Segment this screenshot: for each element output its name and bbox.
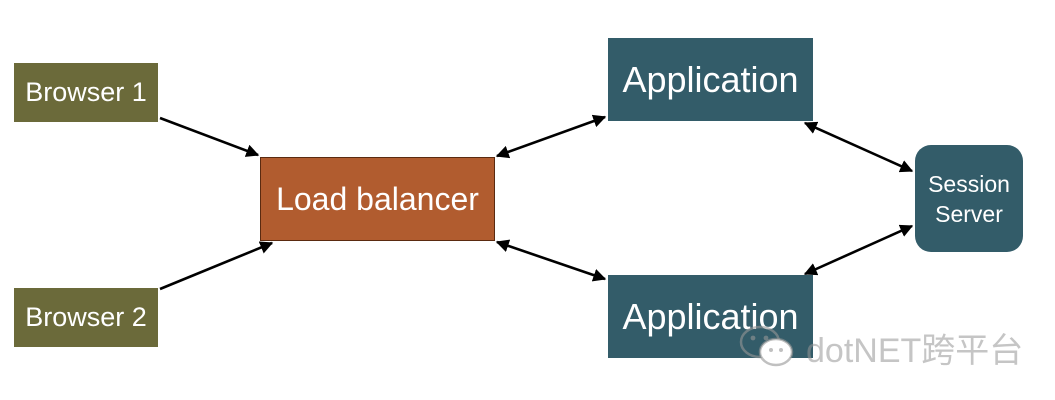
arrow-app2-session bbox=[803, 224, 914, 276]
browser-1-box: Browser 1 bbox=[14, 63, 158, 122]
browser-2-label: Browser 2 bbox=[25, 302, 147, 332]
arrow-browser1-to-lb bbox=[159, 116, 260, 157]
arrow-browser2-to-lb bbox=[159, 241, 274, 291]
session-server-label-line1: Session bbox=[928, 170, 1010, 197]
arrow-lb-app1 bbox=[495, 114, 607, 159]
arrow-app1-session bbox=[803, 121, 914, 173]
load-balancer-label: Load balancer bbox=[276, 180, 479, 217]
application-1-label: Application bbox=[622, 58, 799, 100]
browser-1-label: Browser 1 bbox=[25, 77, 147, 107]
load-balancer-box: Load balancer bbox=[260, 157, 495, 241]
browser-2-box: Browser 2 bbox=[14, 288, 158, 347]
arrow-lb-app2 bbox=[495, 239, 607, 282]
watermark-text: dotNET跨平台 bbox=[806, 331, 1024, 370]
application-1-box: Application bbox=[608, 38, 813, 121]
session-server-label-line2: Server bbox=[935, 200, 1003, 227]
watermark: dotNET跨平台 bbox=[738, 322, 1023, 372]
session-server-box: Session Server bbox=[915, 145, 1023, 252]
wechat-icon bbox=[739, 325, 794, 367]
